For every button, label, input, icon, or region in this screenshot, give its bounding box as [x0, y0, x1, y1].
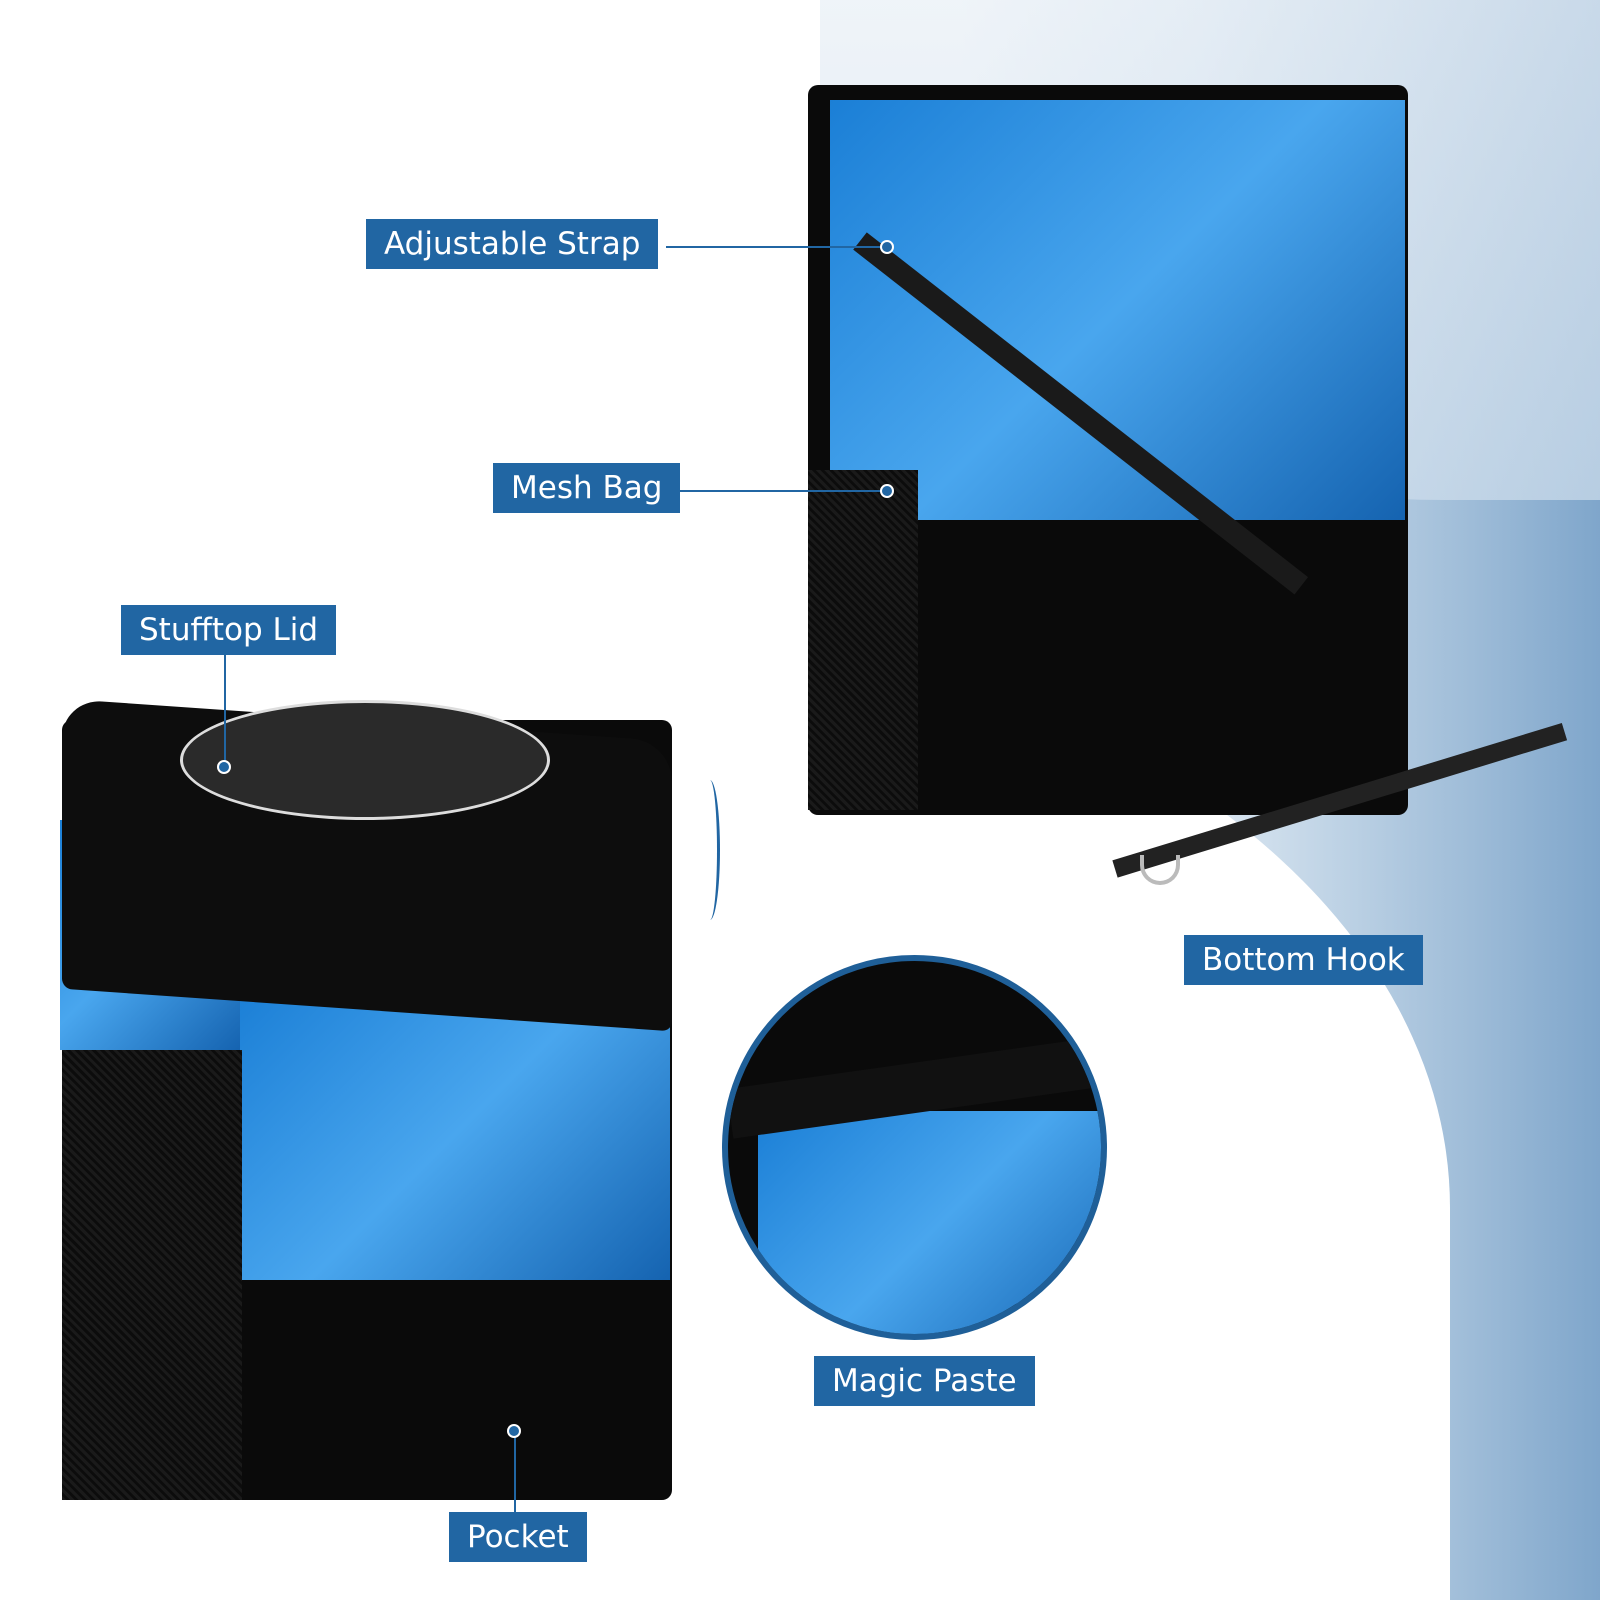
pointer-dot [880, 484, 894, 498]
pointer-line [224, 655, 226, 765]
stufftop-lid-opening [180, 700, 550, 820]
bag-lower-panel [900, 520, 1405, 810]
label-magic-paste: Magic Paste [814, 1356, 1035, 1406]
label-pocket: Pocket [449, 1512, 587, 1562]
pointer-dot [507, 1424, 521, 1438]
pointer-line [514, 1430, 516, 1512]
truck-print [240, 990, 670, 1280]
label-adjustable-strap: Adjustable Strap [366, 219, 659, 269]
arrow-up-icon [700, 780, 720, 920]
label-stufftop-lid: Stufftop Lid [121, 605, 337, 655]
label-bottom-hook: Bottom Hook [1184, 935, 1423, 985]
truck-print [758, 1111, 1101, 1334]
pointer-line [666, 490, 886, 492]
label-mesh-bag: Mesh Bag [493, 463, 681, 513]
magic-paste-closeup [722, 955, 1107, 1340]
truck-print [830, 100, 1405, 520]
pointer-dot [217, 760, 231, 774]
pointer-dot [880, 240, 894, 254]
mesh-pocket [808, 470, 918, 810]
hook-icon [1140, 855, 1180, 885]
mesh-pocket [62, 1050, 242, 1500]
pointer-line [666, 246, 886, 248]
